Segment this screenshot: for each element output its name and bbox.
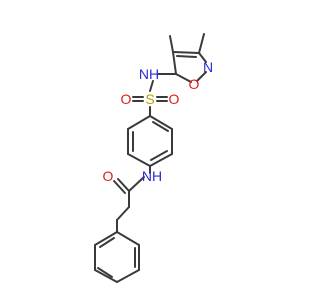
- bond-c4-c5: [172, 51, 177, 75]
- bond-ring1-4: [127, 153, 151, 167]
- atom-o-isoxazole: O: [189, 76, 200, 92]
- atom-labels: NH O N S O O NH O: [103, 59, 214, 184]
- bond-ring2-3: [116, 269, 140, 283]
- bond-ring2-1: [116, 231, 140, 246]
- atom-o-sulfonyl-left: O: [121, 91, 132, 107]
- atom-sulfur: S: [145, 91, 154, 107]
- bond-nh-carbonyl: [128, 176, 145, 192]
- bond-methyl-c4: [169, 35, 174, 53]
- atom-nh-sulfonamide: NH: [139, 66, 159, 82]
- atom-o-sulfonyl-right: O: [169, 91, 180, 107]
- bond-c-o-a: [117, 178, 130, 192]
- atom-n-isoxazole: N: [203, 59, 213, 75]
- bond-ring2-inner-c: [99, 237, 115, 248]
- bond-c5-o: [175, 73, 192, 83]
- molecule-canvas: NH O N S O O NH O: [94, 33, 214, 283]
- bond-o-n: [196, 71, 207, 82]
- bond-c-o-b: [113, 180, 126, 194]
- atom-o-carbonyl: O: [103, 168, 114, 184]
- bond-ring2-6: [94, 231, 118, 246]
- bond-n-c3: [198, 52, 207, 63]
- bond-ring1-6: [127, 115, 151, 130]
- bonds: [94, 33, 207, 283]
- bond-ring1-1: [149, 115, 173, 130]
- bond-c3-c4-inner: [176, 55, 197, 58]
- bond-chain-2: [116, 206, 130, 221]
- bond-ring1-inner-a: [152, 121, 169, 132]
- atom-nh-amide: NH: [142, 168, 162, 184]
- bond-c3-c4: [172, 51, 200, 54]
- bond-ring2-inner-b: [97, 267, 113, 278]
- structure-diagram: NH O N S O O NH O: [94, 33, 214, 283]
- bond-ring1-3: [149, 153, 173, 167]
- bond-methyl-c3: [198, 33, 205, 54]
- bond-nh-s: [149, 80, 154, 92]
- bond-ring1-inner-b: [150, 150, 168, 161]
- bond-ring2-4: [94, 269, 118, 283]
